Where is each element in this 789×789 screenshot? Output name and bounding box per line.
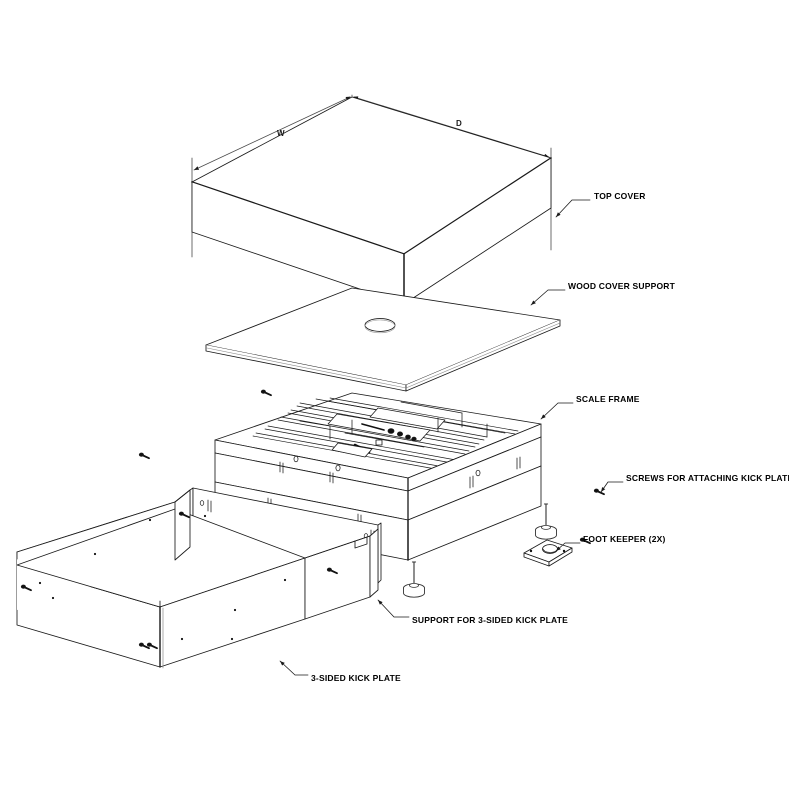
leveling-foot-right: [534, 503, 558, 540]
part-foot-keeper: [523, 539, 573, 567]
dimension-label-width: W: [277, 129, 285, 138]
leader-foot-keeper: [555, 542, 581, 552]
leader-top-cover: [555, 199, 591, 218]
kick-support-right-edge: [377, 522, 382, 584]
part-wood-cover-support: [205, 287, 561, 392]
kick-plate-floor-edge-l: [16, 564, 161, 608]
screw-1: [260, 389, 272, 397]
kick-support-hole-a: [199, 500, 205, 506]
callout-leaders: [279, 199, 624, 676]
kick-plate-floor: [17, 509, 305, 607]
part-3-sided-kick-plate: [16, 489, 379, 669]
wood-support-edge-inner: [206, 322, 561, 389]
scale-frame-cross-members: [299, 401, 488, 448]
foot-keeper-edge-r: [548, 547, 573, 567]
callout-label-foot-keeper: FOOT KEEPER (2X): [583, 534, 666, 544]
dimension-label-depth: D: [456, 119, 462, 128]
kick-plate-notch-right: [354, 536, 368, 549]
part-top-cover: [191, 96, 552, 305]
leveling-foot-front: [402, 561, 426, 598]
kick-plate-screw-holes: [38, 514, 287, 641]
leader-kick-plate-support: [377, 599, 410, 618]
wood-support-top-face: [205, 287, 561, 386]
scale-frame-loadcell-detail: [331, 423, 417, 458]
leader-screws: [600, 481, 624, 493]
kick-plate-flange-top: [304, 535, 371, 559]
kick-plate-back-return: [174, 489, 191, 561]
kick-plate-back-return-edge: [174, 489, 191, 503]
callout-label-3-sided-kick-plate: 3-SIDED KICK PLATE: [311, 673, 401, 683]
kick-plate-back-top-edge: [16, 501, 176, 553]
foot-keeper-hole-b: [562, 549, 566, 553]
callout-label-scale-frame: SCALE FRAME: [576, 394, 640, 404]
wood-support-hole-depth: [364, 319, 396, 334]
leader-kick-plate: [279, 660, 309, 676]
callout-label-top-cover: TOP COVER: [594, 191, 646, 201]
kick-plate-inner-edge-left: [16, 508, 176, 566]
wood-support-hole: [364, 318, 396, 332]
screw-2: [138, 452, 150, 460]
kick-plate-flange-edge: [369, 528, 379, 598]
kick-support-slot-c: [207, 499, 212, 513]
leader-wood-cover-support: [530, 289, 566, 306]
dim-line-w: [193, 96, 351, 171]
kick-plate-inner-edge-back: [174, 508, 306, 559]
callout-label-kick-plate-support: SUPPORT FOR 3-SIDED KICK PLATE: [412, 615, 569, 625]
callout-label-screws-kick-plate: SCREWS FOR ATTACHING KICK PLATE: [626, 473, 789, 483]
leader-scale-frame: [540, 402, 574, 420]
callout-label-wood-cover-support: WOOD COVER SUPPORT: [568, 281, 676, 291]
foot-keeper-hole-a: [529, 549, 533, 553]
